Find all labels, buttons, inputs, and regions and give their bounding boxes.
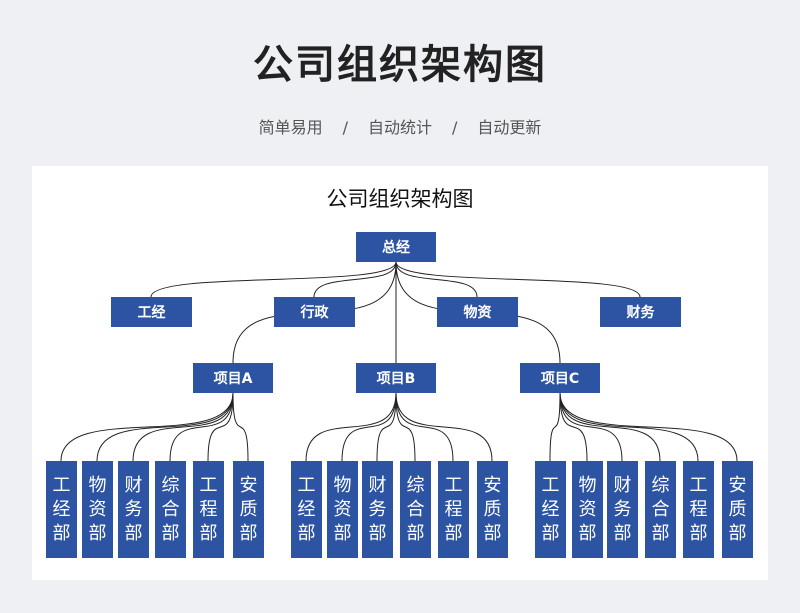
dept-node[interactable]: 综合部	[645, 461, 676, 558]
dept-label: 工经部	[297, 474, 316, 544]
connector	[169, 392, 234, 462]
connector	[60, 392, 234, 462]
project-node[interactable]: 项目A	[193, 363, 273, 393]
dept-node[interactable]: 工经部	[46, 461, 77, 558]
connector	[376, 392, 397, 462]
dept-label: 物资部	[578, 474, 597, 544]
dept-label: 安质部	[483, 474, 502, 544]
connector	[395, 261, 641, 298]
dept-node[interactable]: 工程部	[438, 461, 469, 558]
dept-label: 安质部	[239, 474, 258, 544]
project-node[interactable]: 项目B	[356, 363, 436, 393]
connector	[305, 392, 397, 462]
connector	[395, 261, 478, 298]
connector	[232, 392, 249, 462]
staff-node[interactable]: 行政	[274, 297, 355, 327]
connector	[313, 261, 397, 298]
dept-label: 财务部	[124, 474, 143, 544]
dept-node[interactable]: 工程部	[193, 461, 224, 558]
connector	[395, 392, 454, 462]
dept-label: 工经部	[541, 474, 560, 544]
project-node[interactable]: 项目C	[520, 363, 600, 393]
connector	[559, 392, 661, 462]
dept-node[interactable]: 物资部	[572, 461, 603, 558]
tag: 自动统计	[367, 118, 432, 137]
dept-node[interactable]: 综合部	[400, 461, 431, 558]
dept-label: 综合部	[161, 474, 180, 544]
tag: 自动更新	[477, 118, 542, 137]
connector	[395, 392, 493, 462]
separator: /	[342, 118, 348, 137]
dept-node[interactable]: 物资部	[327, 461, 358, 558]
tag: 简单易用	[258, 118, 323, 137]
dept-label: 工程部	[444, 474, 463, 544]
separator: /	[452, 118, 458, 137]
connector	[96, 392, 234, 462]
dept-label: 物资部	[333, 474, 352, 544]
dept-label: 工程部	[199, 474, 218, 544]
dept-node[interactable]: 安质部	[722, 461, 753, 558]
dept-node[interactable]: 物资部	[82, 461, 113, 558]
dept-node[interactable]: 安质部	[233, 461, 264, 558]
dept-label: 工经部	[52, 474, 71, 544]
connector	[150, 261, 397, 298]
chart-title: 公司组织架构图	[326, 187, 474, 211]
connector	[207, 392, 234, 462]
connector	[395, 392, 416, 462]
dept-node[interactable]: 工经部	[291, 461, 322, 558]
dept-label: 物资部	[88, 474, 107, 544]
connector	[559, 392, 588, 462]
dept-node[interactable]: 财务部	[607, 461, 638, 558]
staff-node[interactable]: 工经	[111, 297, 192, 327]
dept-label: 综合部	[651, 474, 670, 544]
root-node[interactable]: 总经	[356, 232, 436, 262]
subtitle: 简单易用 / 自动统计 / 自动更新	[0, 114, 800, 138]
connector	[341, 392, 397, 462]
dept-label: 工程部	[689, 474, 708, 544]
dept-label: 综合部	[406, 474, 425, 544]
dept-node[interactable]: 安质部	[477, 461, 508, 558]
staff-node[interactable]: 物资	[437, 297, 518, 327]
page-title: 公司组织架构图	[253, 42, 547, 88]
dept-node[interactable]: 财务部	[118, 461, 149, 558]
connector	[549, 392, 561, 462]
dept-node[interactable]: 工程部	[683, 461, 714, 558]
dept-node[interactable]: 财务部	[362, 461, 393, 558]
connector	[132, 392, 234, 462]
staff-node[interactable]: 财务	[600, 297, 681, 327]
connector	[559, 392, 623, 462]
dept-node[interactable]: 工经部	[535, 461, 566, 558]
connector	[559, 392, 738, 462]
dept-label: 安质部	[728, 474, 747, 544]
dept-label: 财务部	[368, 474, 387, 544]
dept-label: 财务部	[613, 474, 632, 544]
dept-node[interactable]: 综合部	[155, 461, 186, 558]
connector	[559, 392, 699, 462]
